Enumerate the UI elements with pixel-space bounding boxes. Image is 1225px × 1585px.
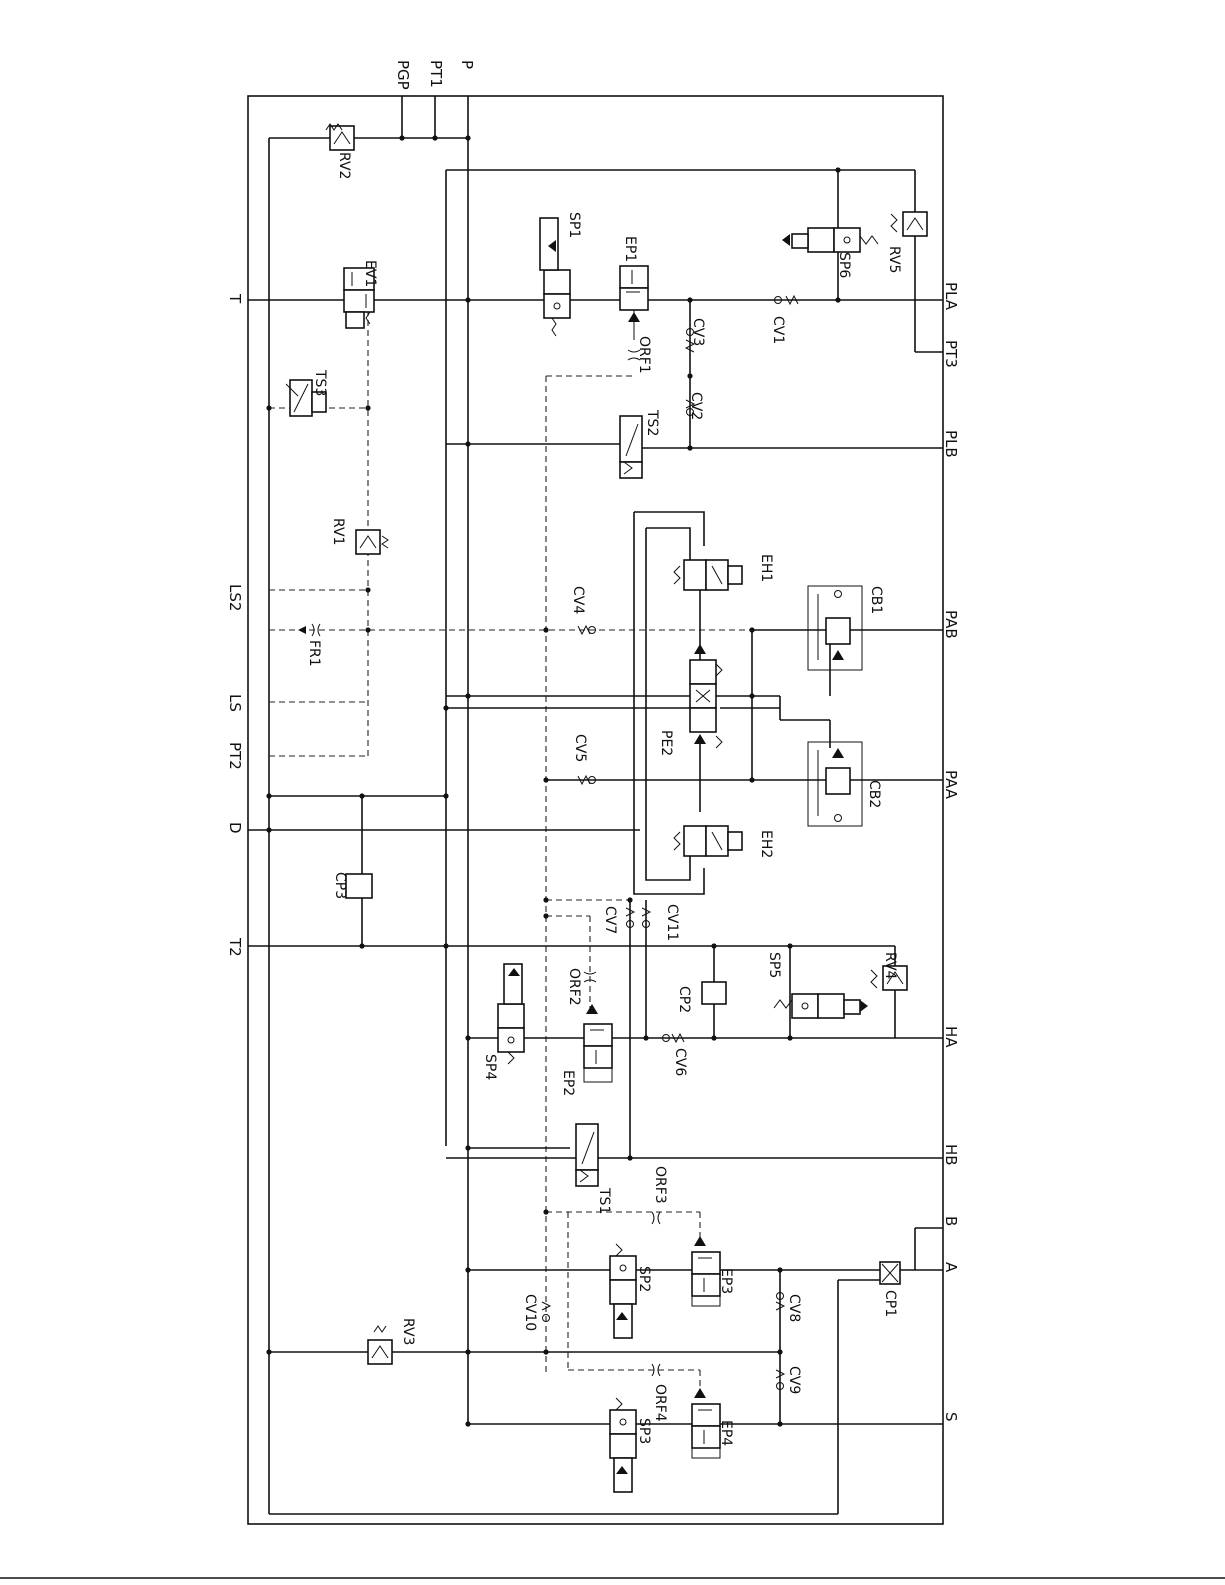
label-cv1: CV1 <box>770 316 786 344</box>
label-rv2: RV2 <box>336 152 352 179</box>
label-cv3: CV3 <box>690 318 706 346</box>
port-label-s: S <box>942 1412 960 1422</box>
port-label-pt1: PT1 <box>427 60 445 88</box>
label-orf3: ORF3 <box>652 1166 668 1204</box>
port-label-pgp: PGP <box>394 60 412 90</box>
label-cv2: CV2 <box>688 392 704 420</box>
label-eh2: EH2 <box>758 830 774 858</box>
relief-valve-rv2 <box>326 124 354 150</box>
port-label-t: T <box>226 293 244 304</box>
label-cp1: CP1 <box>882 1290 898 1317</box>
pilot-lines <box>269 300 943 1398</box>
counterbalance-valve-cb1 <box>808 586 862 670</box>
port-label-b: B <box>942 1216 960 1226</box>
port-label-p: P <box>458 60 476 69</box>
valve-ts2 <box>620 416 642 478</box>
label-cp2: CP2 <box>676 986 692 1013</box>
label-orf1: ORF1 <box>636 336 652 374</box>
valve-ts1 <box>576 1124 598 1186</box>
label-ep4: EP4 <box>718 1420 734 1446</box>
label-ev1: EV1 <box>362 260 378 287</box>
component-cp2 <box>702 982 726 1004</box>
label-ts1: TS1 <box>596 1187 612 1214</box>
valve-sp2 <box>610 1244 636 1338</box>
valve-ep3 <box>692 1236 720 1306</box>
port-label-pt3: PT3 <box>942 340 960 368</box>
label-cv8: CV8 <box>786 1294 802 1322</box>
label-sp5: SP5 <box>766 952 782 978</box>
label-cv6: CV6 <box>672 1048 688 1076</box>
port-label-hb: HB <box>942 1144 960 1166</box>
label-cb1: CB1 <box>868 586 884 614</box>
port-label-ls2: LS2 <box>226 584 244 611</box>
valve-sp3 <box>610 1398 636 1492</box>
label-cv5: CV5 <box>572 734 588 762</box>
port-label-a: A <box>942 1262 960 1273</box>
component-cp3 <box>346 874 372 898</box>
port-label-pab: PAB <box>942 610 960 639</box>
component-cp1 <box>880 1262 900 1284</box>
relief-valve-rv5 <box>891 212 927 236</box>
label-rv1: RV1 <box>330 518 346 545</box>
label-cv9: CV9 <box>786 1366 802 1394</box>
label-cv4: CV4 <box>570 586 586 614</box>
valve-sp5 <box>774 994 868 1018</box>
junction-dots <box>266 135 840 1426</box>
valve-sp4 <box>498 964 524 1064</box>
label-cv11: CV11 <box>664 904 680 941</box>
port-label-ha: HA <box>942 1026 960 1048</box>
orifice-orf3 <box>652 1212 660 1224</box>
port-label-t2: T2 <box>226 937 244 957</box>
label-eh1: EH1 <box>758 554 774 582</box>
relief-valve-rv1 <box>356 530 388 554</box>
port-label-ls: LS <box>226 694 244 712</box>
valve-ep4 <box>692 1388 720 1458</box>
label-sp3: SP3 <box>636 1418 652 1444</box>
label-ep3: EP3 <box>718 1268 734 1294</box>
valve-sp1 <box>540 218 570 336</box>
label-pe2: PE2 <box>658 730 674 756</box>
valve-ep2 <box>584 1004 612 1082</box>
port-label-d: D <box>226 822 244 834</box>
port-label-pla: PLA <box>942 282 960 311</box>
label-sp4: SP4 <box>482 1054 498 1080</box>
label-sp2: SP2 <box>636 1266 652 1292</box>
label-orf4: ORF4 <box>652 1384 668 1422</box>
valve-eh1 <box>674 560 742 590</box>
label-ep2: EP2 <box>560 1070 576 1096</box>
relief-valve-rv3 <box>368 1326 392 1364</box>
label-cb2: CB2 <box>866 780 882 808</box>
label-sp1: SP1 <box>566 212 582 238</box>
label-ts2: TS2 <box>644 409 660 436</box>
label-rv3: RV3 <box>400 1318 416 1345</box>
label-ts3: TS3 <box>312 369 328 396</box>
port-label-paa: PAA <box>942 770 960 800</box>
label-cv7: CV7 <box>602 906 618 934</box>
valve-sp6 <box>782 228 878 252</box>
label-sp6: SP6 <box>836 252 852 278</box>
port-label-plb: PLB <box>942 430 960 458</box>
valve-ep1 <box>620 266 648 340</box>
counterbalance-valve-cb2 <box>808 742 862 826</box>
label-ep1: EP1 <box>622 236 638 262</box>
label-rv5: RV5 <box>886 246 902 273</box>
port-label-pt2: PT2 <box>226 742 244 770</box>
label-cv10: CV10 <box>522 1294 538 1331</box>
label-rv4: RV4 <box>882 952 898 980</box>
label-fr1: FR1 <box>306 640 322 667</box>
label-cp3: CP3 <box>332 872 348 899</box>
valve-eh2 <box>674 826 742 856</box>
label-orf2: ORF2 <box>566 968 582 1006</box>
